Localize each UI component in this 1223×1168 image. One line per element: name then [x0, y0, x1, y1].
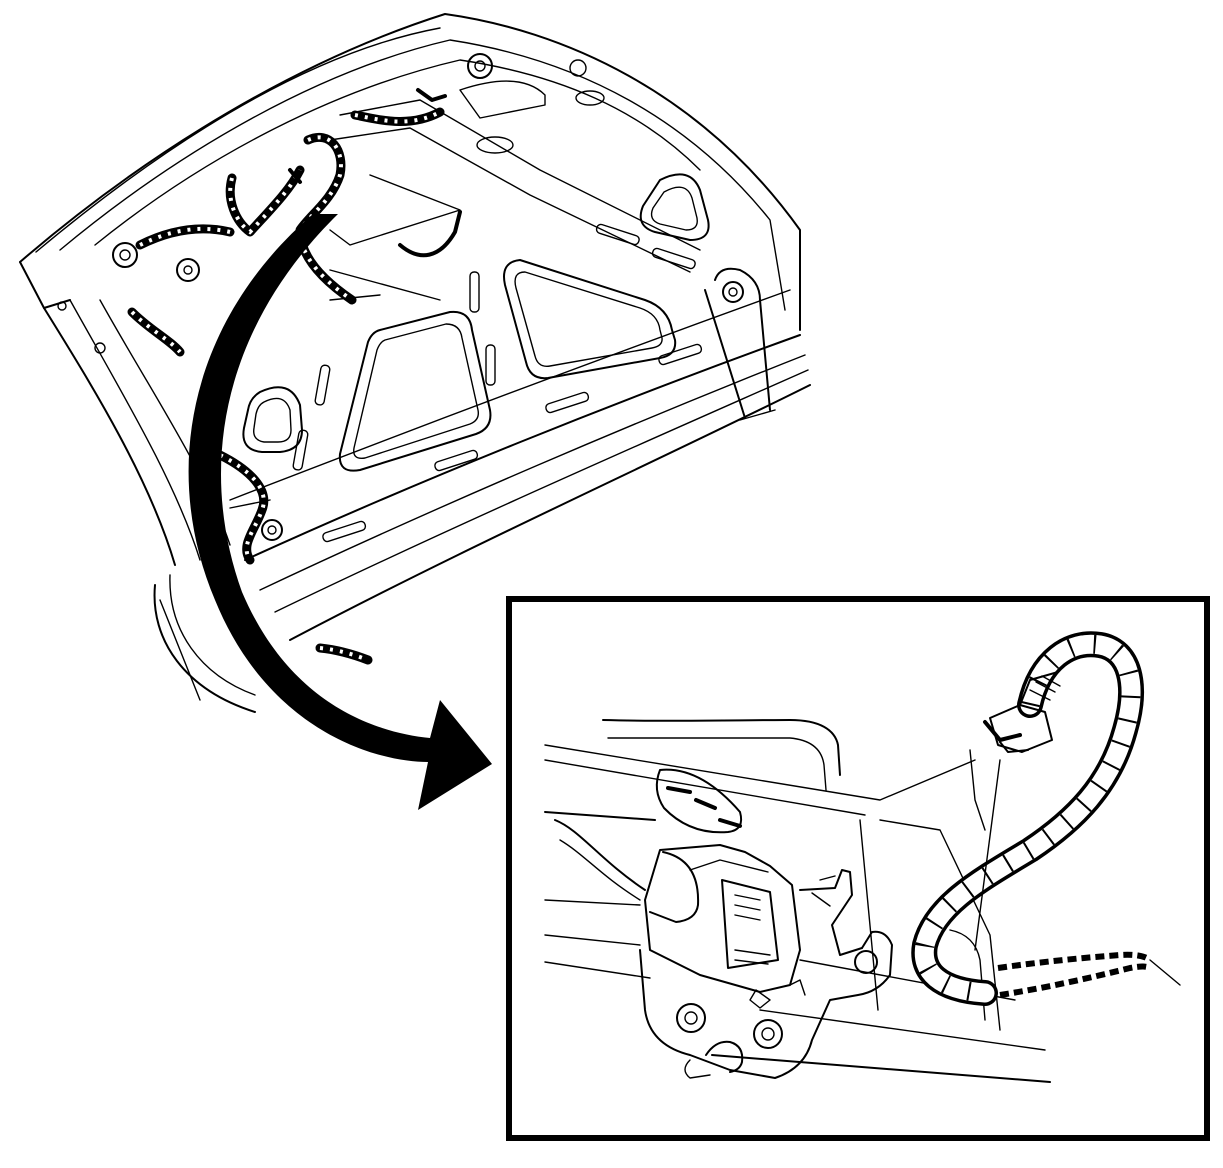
- callout-arrow: [188, 214, 492, 810]
- deck-lid-latch: [639, 768, 893, 1079]
- deck-lid-wiring-harness: [127, 88, 462, 665]
- latch-wiring-harness: [911, 631, 1181, 1006]
- detail-inset: [506, 596, 1210, 1141]
- deck-lid-panel: [19, 13, 811, 713]
- harness-connector: [974, 671, 1061, 951]
